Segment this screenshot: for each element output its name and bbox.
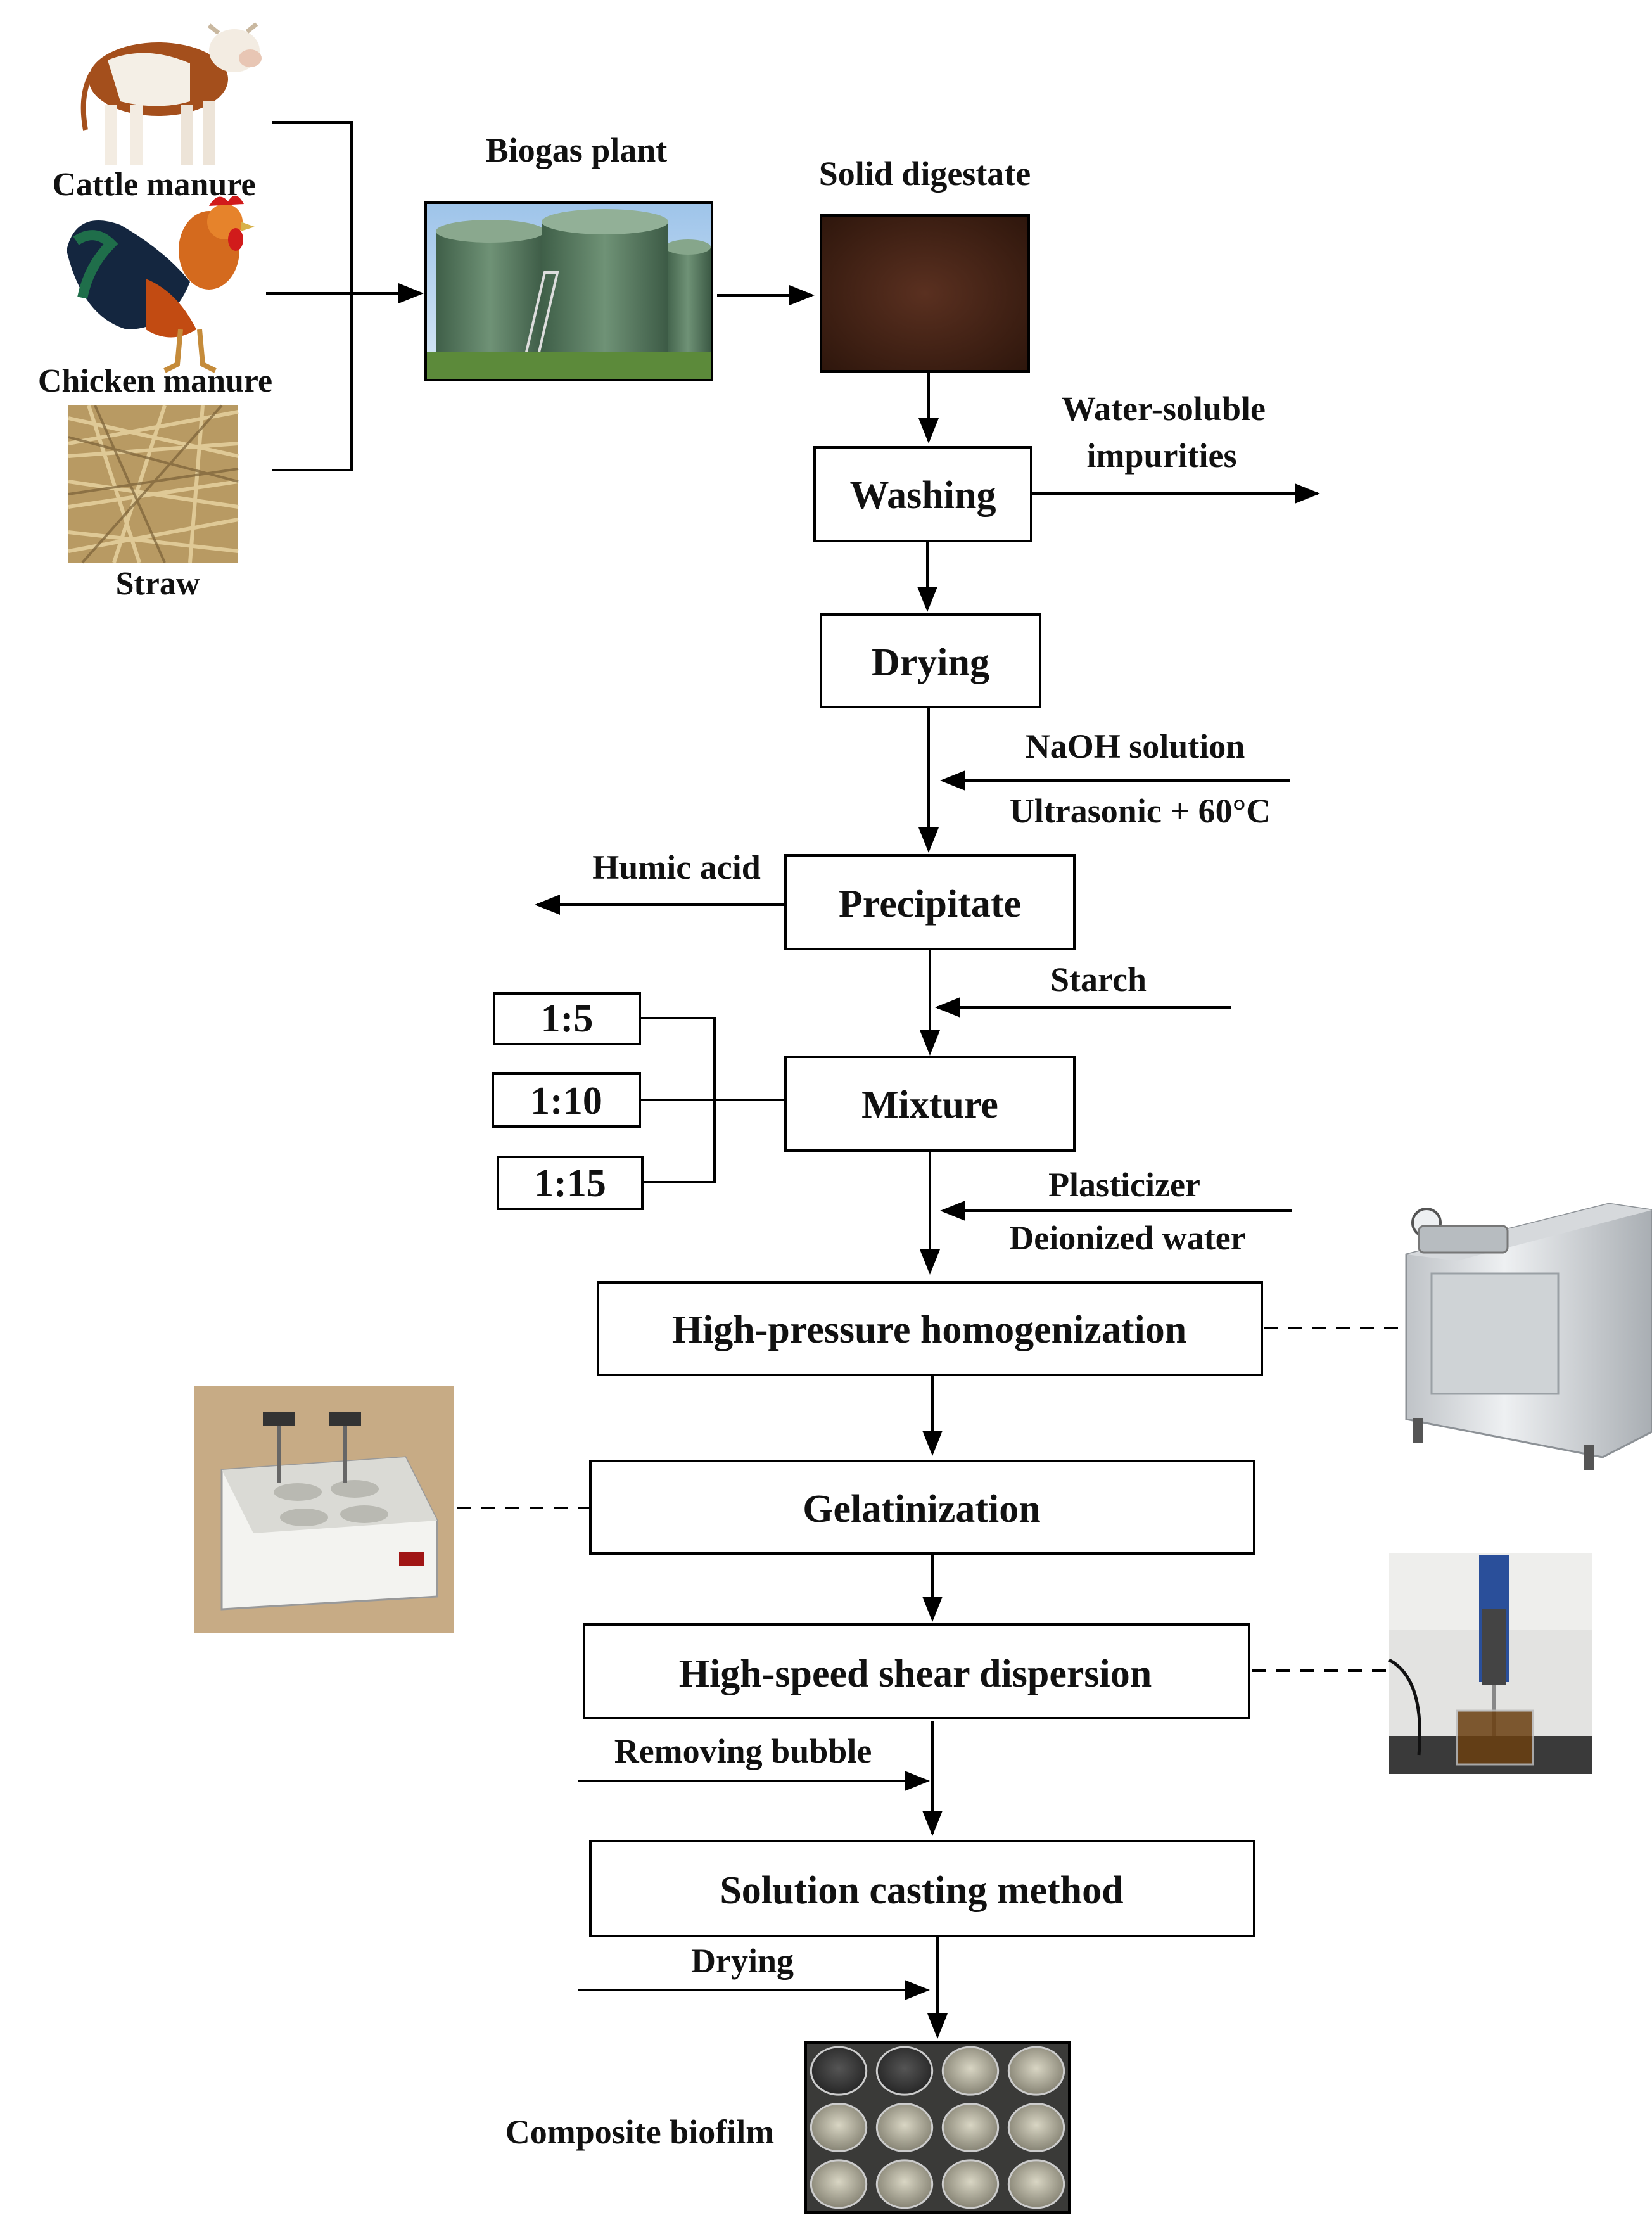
cow-photo (80, 22, 262, 165)
ratio-label-2: 1:10 (530, 1080, 602, 1123)
petri-dish (941, 2046, 1000, 2096)
composite-biofilm-label: Composite biofilm (505, 2113, 775, 2151)
mixture-box (784, 1056, 1076, 1152)
solid-digestate-label: Solid digestate (819, 155, 1031, 193)
connector-lines (266, 121, 1403, 2039)
solution-casting-method-label: Solution casting method (720, 1869, 1123, 1912)
biogas-tanks-photo (424, 201, 713, 381)
petri-dish (941, 2102, 1000, 2153)
petri-dish (875, 2159, 934, 2209)
ratio-label-3: 1:15 (534, 1162, 606, 1205)
straw-photo (68, 404, 239, 564)
humic-acid-label: Humic acid (592, 848, 761, 886)
naoh-label: NaOH solution (1026, 727, 1245, 765)
washing-box (813, 446, 1032, 542)
drying-box (820, 613, 1041, 708)
deionized-water-label: Deionized water (1009, 1219, 1245, 1257)
plasticizer-label: Plasticizer (1048, 1166, 1200, 1204)
homogenizer-photo (1405, 1202, 1652, 1470)
solution-casting-method-box (589, 1840, 1255, 1937)
removing-bubble-label: Removing bubble (614, 1732, 872, 1770)
petri-dish (875, 2046, 934, 2096)
soil-photo (820, 214, 1030, 373)
high-pressure-homogenization-box (597, 1281, 1263, 1376)
starch-label: Starch (1050, 960, 1147, 998)
ratio-label-1: 1:5 (541, 997, 594, 1040)
petri-dish (1007, 2046, 1065, 2096)
high-pressure-homogenization-label: High-pressure homogenization (672, 1308, 1186, 1351)
high-speed-shear-dispersion-box (583, 1623, 1250, 1719)
ratio-box-3 (497, 1156, 644, 1210)
petri-dishes-photo (804, 2041, 1071, 2214)
petri-dish (941, 2159, 1000, 2209)
ultrasonic-label: Ultrasonic + 60°C (1010, 792, 1271, 830)
petri-dish (810, 2102, 868, 2153)
water-bath-photo (194, 1386, 454, 1633)
petri-dish (1007, 2102, 1065, 2153)
petri-dish (1007, 2159, 1065, 2209)
mixture-label: Mixture (861, 1083, 998, 1126)
gelatinization-label: Gelatinization (803, 1488, 1040, 1531)
cattle-manure-label: Cattle manure (52, 167, 255, 203)
ratio-box-2 (492, 1072, 641, 1128)
petri-dish (810, 2046, 868, 2096)
impurities-label-line1: Water-soluble (1062, 390, 1266, 428)
shear-mixer-photo (1388, 1553, 1592, 1774)
drying-side-label: Drying (691, 1942, 794, 1980)
ratio-box-1 (493, 992, 641, 1045)
precipitate-label: Precipitate (839, 883, 1021, 926)
precipitate-box (784, 854, 1076, 950)
petri-dish (875, 2102, 934, 2153)
chicken-manure-label: Chicken manure (38, 363, 272, 399)
gelatinization-box (589, 1460, 1255, 1555)
high-speed-shear-dispersion-label: High-speed shear dispersion (679, 1652, 1152, 1695)
washing-label: Washing (850, 474, 996, 517)
petri-dish (810, 2159, 868, 2209)
biogas-plant-label: Biogas plant (486, 131, 668, 169)
impurities-label-line2: impurities (1087, 437, 1237, 475)
rooster-photo (67, 195, 255, 373)
drying-label: Drying (872, 641, 989, 684)
straw-label: Straw (116, 566, 200, 602)
